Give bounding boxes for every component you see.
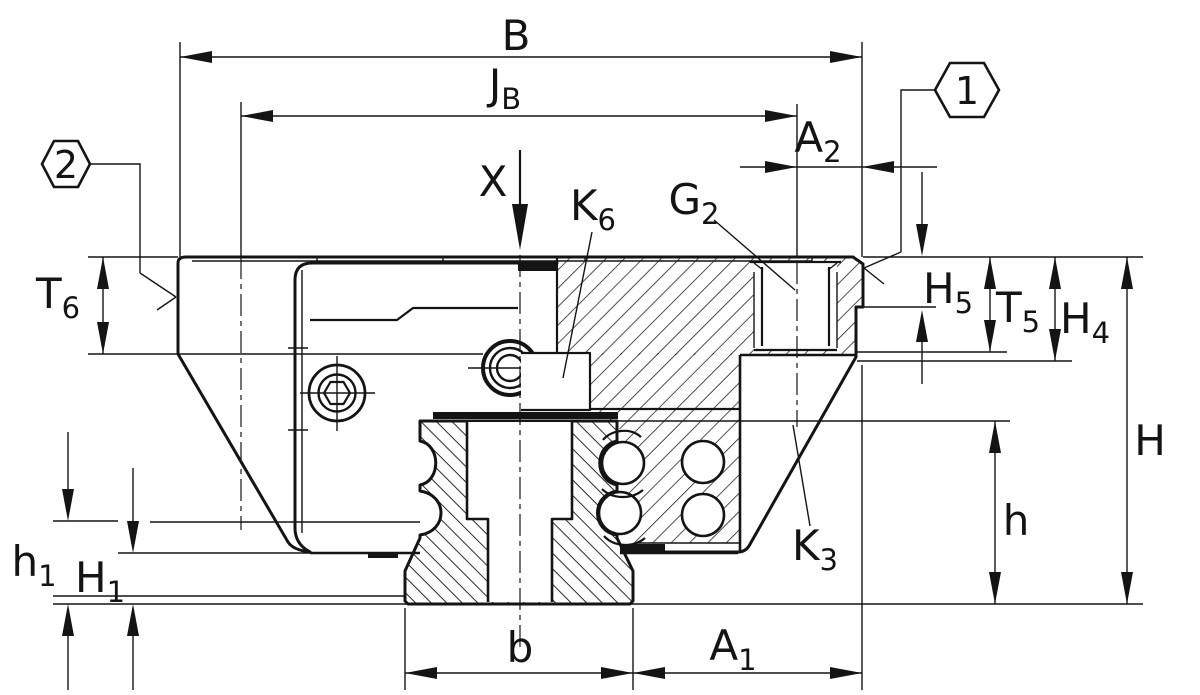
hex-socket-plug bbox=[300, 356, 375, 431]
dimension-H1: H1 bbox=[75, 468, 139, 690]
ball-elements bbox=[597, 429, 726, 546]
balloon-2-hexagon bbox=[40, 139, 92, 189]
top-seal-strip bbox=[518, 263, 557, 271]
label-b: b bbox=[507, 623, 534, 672]
label-H1: H1 bbox=[75, 553, 125, 609]
dimension-A2: A2 bbox=[740, 113, 937, 173]
section-arrow-X: X bbox=[479, 150, 528, 250]
label-T5: T5 bbox=[995, 283, 1040, 339]
carriage-outer-profile bbox=[176, 255, 865, 554]
label-A1: A1 bbox=[709, 621, 756, 677]
lower-seal-left bbox=[368, 553, 398, 558]
carriage-body bbox=[176, 255, 865, 558]
dimension-B: B bbox=[180, 11, 862, 63]
label-H5: H5 bbox=[923, 264, 973, 320]
rail-outline bbox=[403, 419, 635, 606]
lube-gallery-line bbox=[310, 306, 518, 322]
leader-K3: K3 bbox=[792, 424, 838, 577]
label-A2: A2 bbox=[794, 113, 841, 169]
lower-seal-right bbox=[620, 544, 665, 553]
centre-lines bbox=[240, 255, 798, 648]
label-X: X bbox=[479, 157, 508, 206]
ball-return-lower bbox=[680, 492, 726, 538]
reference-lines bbox=[53, 42, 1143, 690]
label-H4: H4 bbox=[1060, 294, 1110, 350]
dimension-JB: JB bbox=[241, 60, 797, 122]
dimension-H4: H4 bbox=[1049, 257, 1110, 361]
balloon-2: 2 bbox=[40, 139, 177, 311]
label-K6: K6 bbox=[570, 181, 616, 237]
label-B: B bbox=[502, 11, 531, 60]
leader-K6: K6 bbox=[562, 181, 616, 379]
dimension-T6: T6 bbox=[35, 257, 109, 354]
label-T6: T6 bbox=[35, 269, 80, 325]
dimension-h: h bbox=[989, 421, 1029, 604]
dimension-h1: h1 bbox=[11, 432, 74, 690]
label-h: h bbox=[1003, 496, 1030, 545]
label-H: H bbox=[1134, 416, 1166, 465]
label-K3: K3 bbox=[792, 521, 838, 577]
balloon-1-hexagon bbox=[933, 61, 1001, 119]
k6-pocket bbox=[521, 351, 740, 412]
balloon-2-number: 2 bbox=[54, 143, 78, 187]
leader-G2: G2 bbox=[669, 175, 796, 291]
dimension-A1: A1 bbox=[633, 621, 862, 679]
dimension-b: b bbox=[405, 623, 633, 679]
dimension-H: H bbox=[1121, 257, 1166, 604]
ball-loaded-lower bbox=[597, 490, 643, 536]
dimension-T5: T5 bbox=[984, 257, 1040, 352]
dimension-H5: H5 bbox=[916, 172, 973, 384]
ball-loaded-upper bbox=[600, 440, 646, 486]
carriage-inner-contour bbox=[293, 261, 559, 554]
upper-wiper-bar bbox=[433, 412, 618, 419]
balloon-1: 1 bbox=[863, 61, 1001, 285]
g2-tapped-hole bbox=[750, 260, 841, 352]
label-G2: G2 bbox=[669, 175, 720, 231]
label-h1: h1 bbox=[11, 537, 56, 593]
balloon-1-number: 1 bbox=[955, 69, 979, 113]
ball-return-upper bbox=[680, 439, 726, 485]
label-JB: JB bbox=[486, 60, 521, 116]
